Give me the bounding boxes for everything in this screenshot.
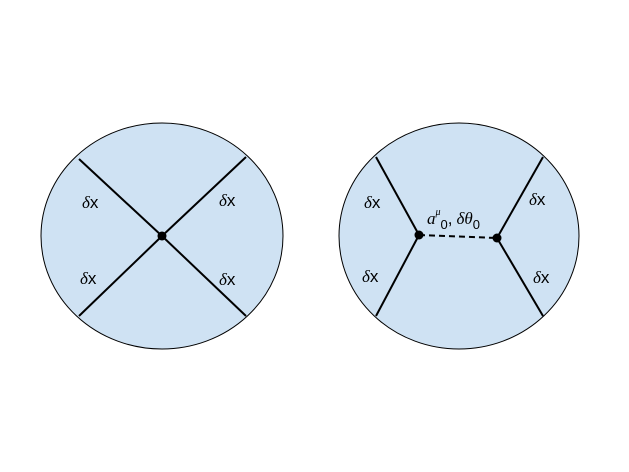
propagator-field: a [427,209,436,228]
right-label-upper-left: δx [364,193,381,212]
right-label-lower-left: δx [362,267,379,286]
left-leg-lower-left [78,235,163,317]
left-label-upper-left: δx [82,193,99,212]
left-label-lower-left: δx [80,269,97,288]
right-vertex-dot-left [414,230,424,240]
left-vertex-dot [157,231,167,241]
left-label-upper-right: δx [219,191,236,210]
right-label-lower-right: δx [533,268,550,287]
right-leg-lower-left [375,234,420,317]
left-leg-upper-left [78,158,163,237]
left-leg-lower-right [161,235,247,317]
propagator-superscript: μ [435,207,441,218]
left-label-lower-right: δx [219,270,236,289]
left-leg-upper-right [161,156,247,237]
right-leg-upper-right [496,156,544,239]
left-diagram: δx δx δx δx [40,122,284,350]
right-leg-upper-left [375,156,420,236]
right-diagram: δx δx δx δx aμ0,δθ0 [338,122,580,350]
right-label-upper-right: δx [529,190,546,209]
propagator-separator: , [448,209,453,228]
propagator-subscript: 0 [441,217,448,232]
right-leg-lower-right [496,237,544,317]
propagator-second-subscript: 0 [473,217,480,232]
propagator-dashed-line [418,234,498,239]
propagator-second-symbol: δθ [457,209,473,228]
propagator-label: aμ0,δθ0 [427,207,480,232]
right-vertex-dot-right [492,233,502,243]
